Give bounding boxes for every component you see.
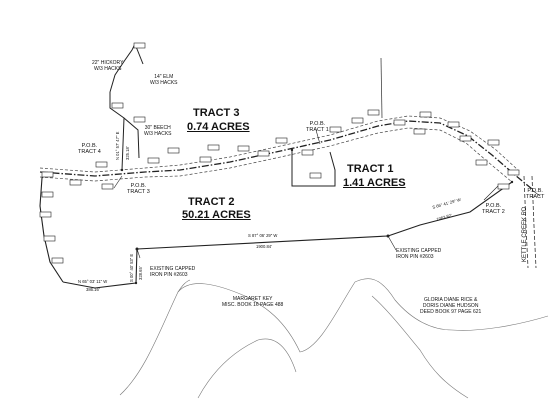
- southwest-distance: 386.16': [86, 287, 100, 292]
- tract2-boundary: [39, 171, 513, 289]
- tract1-title: TRACT 1: [347, 163, 394, 175]
- west-vertical-bearing: S 00° 40' 53" E: [129, 253, 134, 282]
- road-centerline: [39, 120, 533, 190]
- tract2-acres: 50.21 ACRES: [182, 209, 251, 221]
- hickory-label: 22" HICKORY W/3 HACKS: [92, 60, 124, 72]
- pob-tract3-label: P.O.B. TRACT 3: [127, 183, 150, 196]
- survey-points: [120, 148, 514, 285]
- course-boxes: [39, 42, 520, 264]
- owner-key-label: MARGARET KEY MISC. BOOK 16 PAGE 488: [222, 296, 284, 308]
- leader-lines: [113, 129, 541, 259]
- pob-east-label: P.O.B. TRACT: [526, 188, 545, 201]
- tract1-acres: 1.41 ACRES: [343, 177, 406, 189]
- kettle-creek-road: [523, 175, 537, 269]
- tract3-west-bearing: N 01° 57' 47" E: [115, 131, 120, 160]
- west-vertical-distance: 328.65': [138, 266, 143, 280]
- beech-label: 30" BEECH W/3 HACKS: [144, 125, 172, 137]
- south-line-bearing: S 87° 06' 29" W: [248, 233, 278, 238]
- tract3-west-distance: 325.18': [125, 146, 130, 160]
- tract3-title: TRACT 3: [193, 107, 240, 119]
- north-line: [380, 57, 383, 119]
- pob-tract2-label: P.O.B. TRACT 2: [482, 203, 505, 216]
- tract3-acres: 0.74 ACRES: [187, 121, 250, 133]
- kettle-creek-rd-label: KETTLE CREEK RD: [522, 206, 528, 262]
- terrain-contours: [119, 278, 549, 399]
- iron-pin-west-label: EXISTING CAPPED IRON PIN #2603: [150, 266, 196, 278]
- pob-tract4-label: P.O.B. TRACT 4: [78, 143, 101, 156]
- south-line-distance: 1900.84': [256, 244, 272, 249]
- road-edge: [39, 115, 519, 183]
- tract2-title: TRACT 2: [188, 196, 235, 208]
- southwest-bearing: N 65° 03' 11" W: [78, 279, 108, 284]
- tract1-boundary: [291, 150, 336, 187]
- owner-rice-hudson-label: GLORIA DIANE RICE & DORIS DIANE HUDSON D…: [420, 297, 482, 315]
- iron-pin-center-label: EXISTING CAPPED IRON PIN #2603: [396, 248, 442, 260]
- elm-label: 14" ELM W/3 HACKS: [150, 74, 178, 86]
- pob-tract1-label: P.O.B. TRACT 1: [306, 121, 329, 134]
